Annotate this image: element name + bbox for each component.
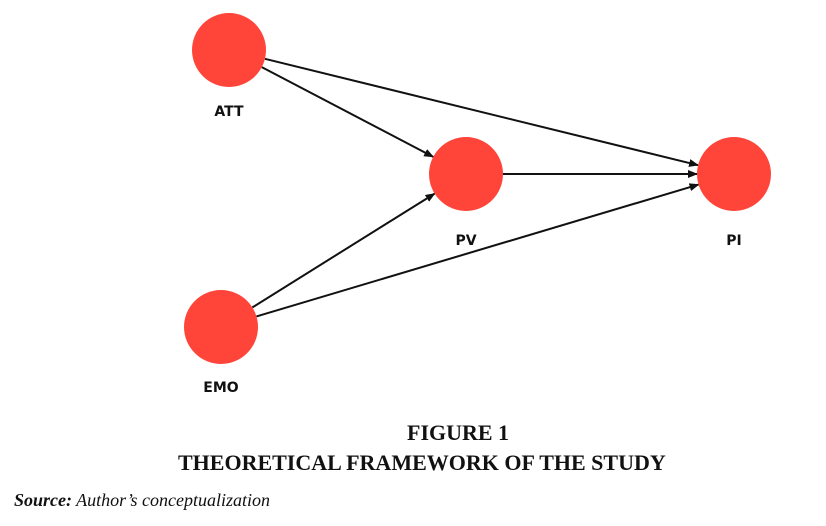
node-label-att: ATT [214,104,244,120]
node-emo [184,290,258,364]
source-text: Author’s conceptualization [72,490,270,510]
node-pi [697,137,771,211]
node-pv [429,137,503,211]
node-label-pi: PI [726,233,741,249]
edge-att-to-pi [264,57,700,167]
node-label-pv: PV [455,233,476,249]
node-att [192,13,266,87]
figure-title: THEORETICAL FRAMEWORK OF THE STUDY [178,450,666,475]
edge-emo-to-pv [251,192,436,309]
source-note: Source: Author’s conceptualization [14,490,270,511]
figure-number: FIGURE 1 [407,420,510,445]
edge-att-to-pv [261,66,435,158]
node-label-emo: EMO [203,380,238,396]
source-label: Source: [14,490,72,510]
edge-emo-to-pi [256,183,700,318]
